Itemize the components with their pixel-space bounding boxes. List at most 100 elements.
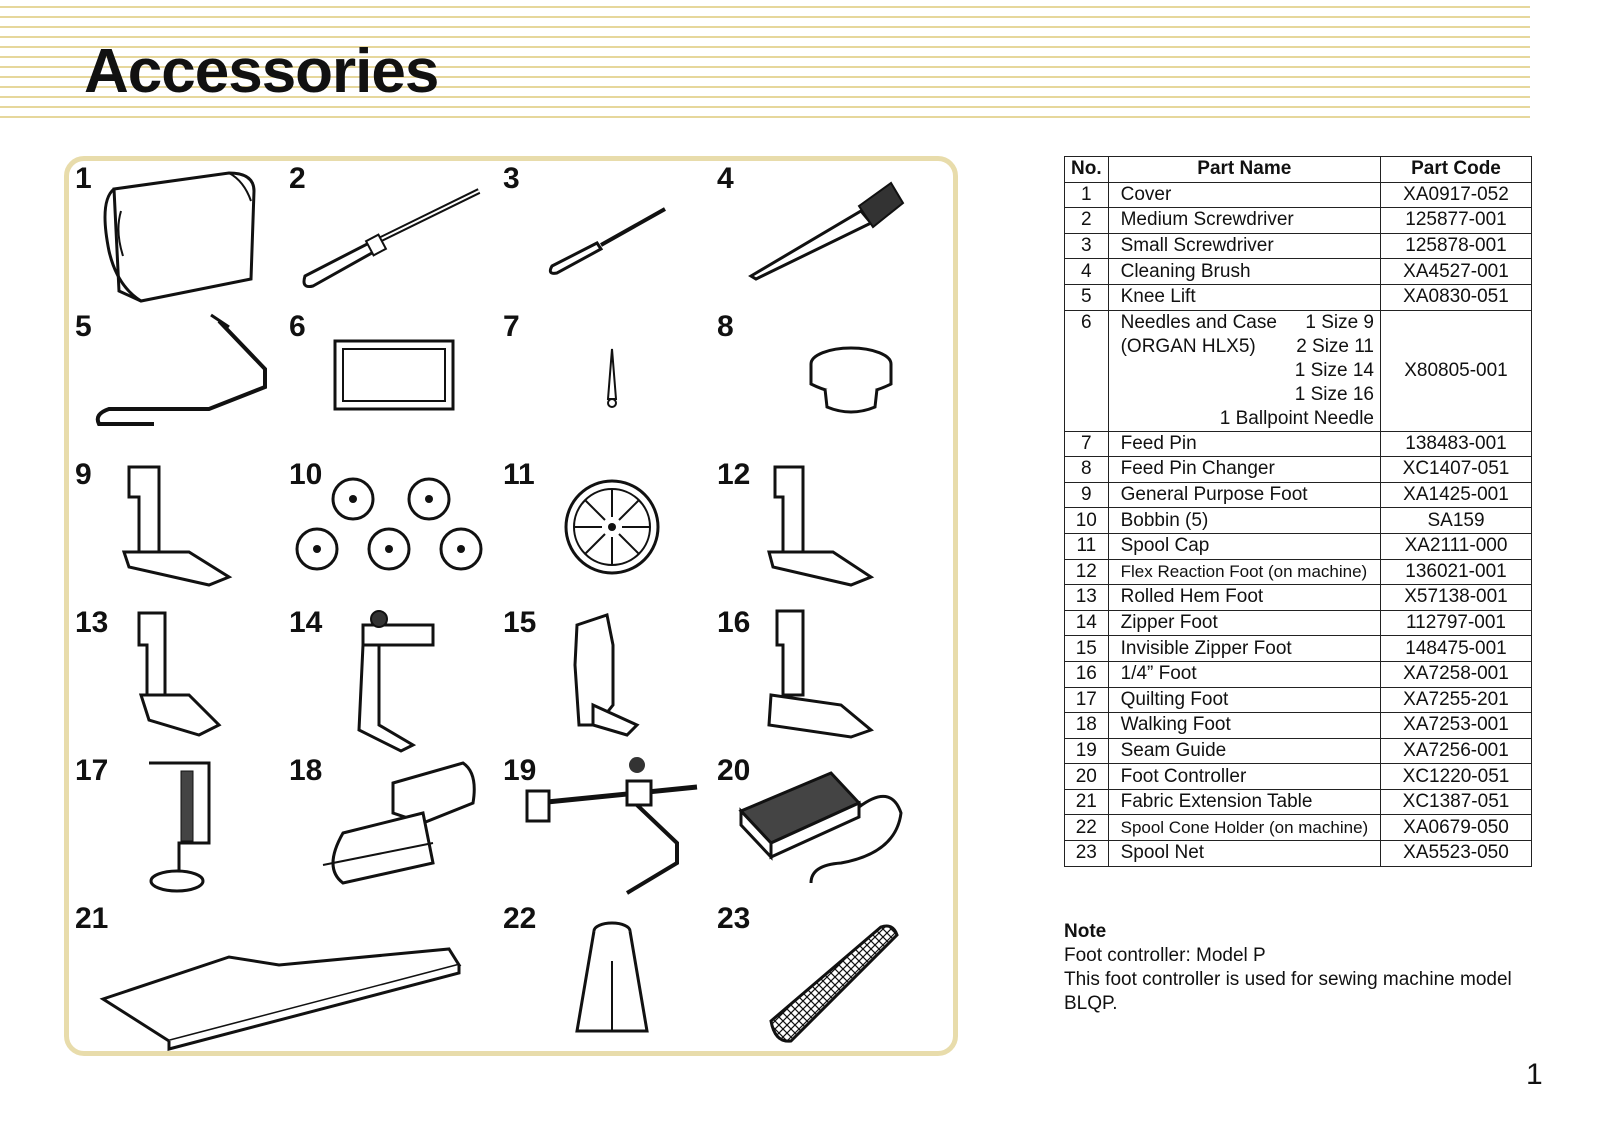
item-number: 15 — [503, 606, 537, 639]
item-number: 5 — [75, 310, 92, 343]
accessory-11-spool-cap: 11 — [497, 457, 715, 607]
item-number: 13 — [75, 606, 109, 639]
presser-foot-icon — [573, 613, 640, 737]
item-number: 9 — [75, 458, 92, 491]
item-number: 7 — [503, 310, 520, 343]
note-line: This foot controller is used for sewing … — [1064, 969, 1512, 1014]
accessory-10-bobbins: 10 — [283, 457, 501, 607]
accessory-17-quilting-foot: 17 — [69, 753, 287, 903]
accessory-23-spool-net: 23 — [711, 901, 929, 1051]
column-header-part-name: Part Name — [1107, 156, 1382, 183]
extension-table-icon — [99, 947, 462, 1051]
presser-foot-icon — [137, 611, 222, 737]
presser-foot-icon — [121, 465, 233, 587]
accessory-18-walking-foot: 18 — [283, 753, 501, 903]
needles-name: Needles and Case — [1120, 311, 1277, 333]
item-number: 20 — [717, 754, 751, 787]
accessory-19-seam-guide: 19 — [497, 753, 715, 903]
screwdriver-icon — [302, 188, 481, 288]
accessory-6-needles-and-case: 6 — [283, 309, 501, 459]
cone-holder-icon — [575, 921, 649, 1033]
needle-size: 2 Size 11 — [1296, 335, 1374, 357]
item-number: 4 — [717, 162, 734, 195]
needles-brand: (ORGAN HLX5) — [1120, 335, 1256, 357]
note-block: Note Foot controller: Model P This foot … — [1064, 920, 1544, 1016]
item-number: 18 — [289, 754, 323, 787]
presser-foot-icon — [357, 610, 435, 753]
spool-net-icon — [769, 924, 899, 1043]
screwdriver-icon — [548, 207, 666, 275]
knob-icon — [809, 346, 893, 414]
item-number: 1 — [75, 162, 92, 195]
accessory-1-cover: 1 — [69, 161, 287, 311]
item-number: 23 — [717, 902, 751, 935]
accessory-4-cleaning-brush: 4 — [711, 161, 929, 311]
accessory-3-small-screwdriver: 3 — [497, 161, 715, 311]
bobbin-icon — [295, 477, 483, 571]
item-number: 8 — [717, 310, 734, 343]
needle-size: 1 Ballpoint Needle — [1219, 407, 1374, 429]
knee-lift-icon — [95, 313, 267, 426]
item-number: 21 — [75, 902, 109, 935]
column-header-part-code: Part Code — [1380, 156, 1532, 183]
needles-cell: Needles and Case 1 Size 9 (ORGAN HLX5) 2 S… — [1107, 309, 1382, 432]
accessory-5-knee-lift: 5 — [69, 309, 287, 459]
cover-illustration — [103, 171, 256, 303]
accessory-13-rolled-hem-foot: 13 — [69, 605, 287, 755]
walking-foot-icon — [322, 761, 476, 885]
accessory-22-spool-cone-holder: 22 — [497, 901, 715, 1051]
item-number: 11 — [503, 458, 535, 491]
item-number: 22 — [503, 902, 537, 935]
seam-guide-icon — [525, 757, 698, 895]
accessory-12-flex-reaction-foot: 12 — [711, 457, 929, 607]
accessory-16-quarter-inch-foot: 16 — [711, 605, 929, 755]
page-number: 1 — [1526, 1058, 1543, 1091]
item-number: 12 — [717, 458, 751, 491]
needle-size: 1 Size 9 — [1305, 311, 1374, 333]
presser-foot-icon — [149, 761, 211, 893]
item-number: 10 — [289, 458, 323, 491]
item-number: 3 — [503, 162, 520, 195]
accessories-illustration-panel: 1 2 3 4 5 — [64, 156, 958, 1056]
page-title: Accessories — [84, 37, 439, 106]
needle-size: 1 Size 14 — [1294, 359, 1374, 381]
accessory-21-fabric-extension-table: 21 — [69, 901, 497, 1051]
accessory-2-medium-screwdriver: 2 — [283, 161, 501, 311]
needle-size: 1 Size 16 — [1294, 383, 1374, 405]
item-number: 14 — [289, 606, 323, 639]
accessory-20-foot-controller: 20 — [711, 753, 929, 903]
accessory-15-invisible-zipper-foot: 15 — [497, 605, 715, 755]
spool-cap-icon — [564, 479, 660, 575]
accessory-8-feed-pin-changer: 8 — [711, 309, 929, 459]
item-number: 19 — [503, 754, 537, 787]
item-number: 2 — [289, 162, 306, 195]
foot-pedal-icon — [738, 771, 903, 884]
presser-foot-icon — [767, 609, 874, 739]
column-header-no: No. — [1064, 156, 1109, 183]
table-header-row: No. Part Name Part Code — [1064, 156, 1532, 183]
presser-foot-icon — [767, 465, 875, 587]
accessory-7-feed-pin: 7 — [497, 309, 715, 459]
header-stripes — [0, 6, 1530, 124]
item-number: 17 — [75, 754, 109, 787]
accessory-9-general-purpose-foot: 9 — [69, 457, 287, 607]
